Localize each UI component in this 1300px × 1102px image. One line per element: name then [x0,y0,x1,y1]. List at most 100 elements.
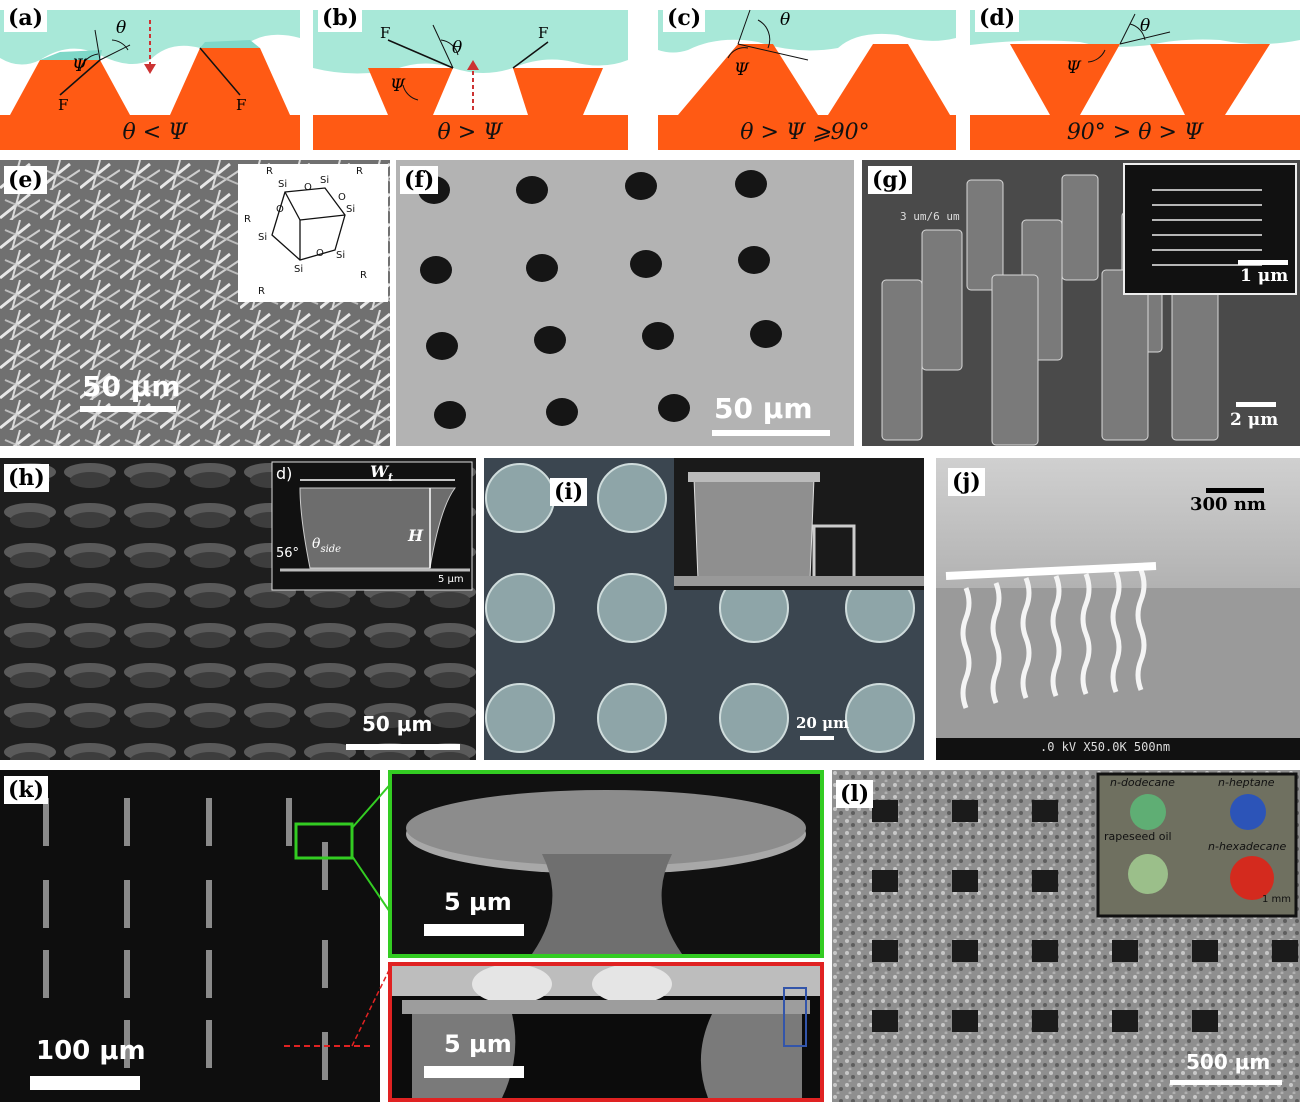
sem-cylinder-pillars [862,160,1300,446]
panel-j-scalebar-text: 300 nm [1190,494,1266,515]
panel-a-psi: Ψ [72,56,87,76]
panel-a-force-right: F [236,96,247,114]
panel-l-inset-dodecane: n-dodecane [1110,776,1175,789]
panel-h-inset-height: H [408,526,424,545]
panel-h-inset-wt: Wt [370,462,394,485]
sem-mushroom-pillars [396,160,854,446]
sem-doubly-reentrant-pillars [484,458,924,760]
panel-e-scalebar-text: 50 μm [82,370,181,403]
svg-text:Si: Si [258,232,267,243]
sem-nanofilaments: Si Si Si Si Si Si O O O O R R R R R [0,160,390,446]
panel-g-overlay-text: 3 um/6 um [900,210,960,223]
panel-h-inset-theta-side: θside [312,536,342,555]
panel-h-inset-scale: 5 μm [438,574,464,585]
panel-g-scalebar-text: 2 μm [1230,410,1279,430]
panel-a-force-left: F [58,96,69,114]
panel-h-label: (h) [4,464,49,492]
panel-j-sem-footer: .0 kV X50.0K 500nm [1040,740,1171,754]
panel-k-scalebar [30,1076,140,1090]
panel-i-scalebar [800,736,834,740]
panel-h-inset-angle: 56° [276,546,300,561]
panel-l-scalebar [1170,1080,1282,1085]
panel-f-scalebar [712,430,830,436]
panel-l-inset-scale: 1 mm [1262,894,1292,905]
panel-a-theta: θ [116,18,127,38]
svg-text:Si: Si [320,175,329,186]
sem-nanopillars [936,458,1300,760]
panel-a [0,0,300,150]
svg-text:Si: Si [336,250,345,261]
panel-d [970,0,1300,150]
panel-k-zoom-top [388,770,824,958]
panel-c-label: (c) [663,4,706,32]
schematic-a [0,10,300,150]
panel-h-scalebar [346,744,460,750]
panel-i [484,458,924,760]
panel-b-force-right: F [538,24,549,42]
panel-c-psi: Ψ [734,60,749,80]
svg-text:R: R [258,286,265,297]
panel-k-zoom-top-scalebar [424,924,524,936]
schematic-c [658,9,956,150]
panel-k-zoom-bottom [388,962,824,1102]
panel-k-label: (k) [4,776,49,804]
panel-k-zoom-bottom-scalebar [424,1066,524,1078]
svg-text:O: O [338,192,346,203]
panel-b [313,0,628,150]
panel-e: Si Si Si Si Si Si O O O O R R R R R [0,160,390,446]
panel-j-label: (j) [948,468,985,496]
panel-g [862,160,1300,446]
panel-i-label: (i) [550,478,588,506]
panel-f [396,160,854,446]
panel-d-psi: Ψ [1066,58,1081,78]
panel-b-condition: θ > Ψ [437,120,503,145]
schematic-d [970,10,1300,150]
zoom-connector-lines [351,779,395,1047]
panel-f-label: (f) [400,166,439,194]
panel-c [658,0,956,150]
panel-l-scalebar-text: 500 μm [1186,1050,1271,1074]
panel-k [0,770,380,1102]
panel-b-theta: θ [452,38,463,58]
panel-l-inset-rapeseed: rapeseed oil [1104,830,1172,843]
svg-text:O: O [316,248,324,259]
panel-d-label: (d) [975,4,1020,32]
svg-text:R: R [360,270,367,281]
panel-a-condition: θ < Ψ [122,120,188,145]
panel-d-theta: θ [1140,16,1151,36]
panel-e-scalebar [80,406,176,412]
panel-j-scalebar [1206,488,1264,493]
sem-zoom-mushroom [406,790,806,954]
panel-a-label: (a) [4,4,48,32]
panel-k-zoom-top-scalebar-text: 5 μm [444,888,512,916]
panel-c-theta: θ [780,10,791,30]
panel-f-scalebar-text: 50 μm [714,392,813,425]
panel-c-condition: θ > Ψ ⩾90° [740,120,870,145]
panel-l-inset-heptane: n-heptane [1218,776,1275,789]
panel-l-label: (l) [836,780,874,808]
panel-l-inset-hexadecane: n-hexadecane [1208,840,1287,853]
panel-b-label: (b) [318,4,363,32]
panel-k-scalebar-text: 100 μm [36,1036,146,1066]
panel-b-psi: Ψ [390,76,405,96]
panel-g-inset-scalebar-text: 1 μm [1240,266,1289,286]
panel-b-force-left: F [380,24,391,42]
panel-j [936,458,1300,760]
svg-text:O: O [276,204,284,215]
sem-reentrant-pillars [0,458,476,760]
panel-g-inset-scalebar [1238,260,1288,265]
panel-e-label: (e) [4,166,47,194]
panel-d-condition: 90° > θ > Ψ [1066,120,1204,145]
svg-text:R: R [356,166,363,177]
sem-porous-textured-surface [832,770,1300,1102]
panel-h-inset-tag: d) [276,464,293,483]
panel-k-zoom-bottom-scalebar-text: 5 μm [444,1030,512,1058]
svg-text:Si: Si [294,264,303,275]
panel-g-label: (g) [868,166,913,194]
schematic-b [313,10,628,150]
panel-h-scalebar-text: 50 μm [362,712,433,736]
svg-text:R: R [266,166,273,177]
svg-text:R: R [244,214,251,225]
panel-g-scalebar [1236,402,1276,407]
panel-h [0,458,476,760]
